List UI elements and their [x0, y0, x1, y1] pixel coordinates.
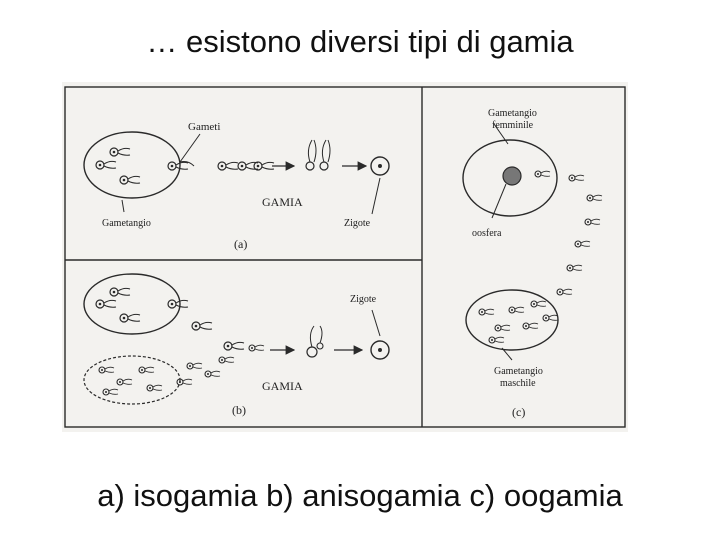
- label-zigote-b: Zigote: [350, 294, 377, 305]
- panel-frames: [64, 86, 626, 428]
- label-gametangio-a: Gametangio: [102, 218, 151, 229]
- slide-caption: a) isogamia b) anisogamia c) oogamia: [97, 478, 623, 513]
- gametangio-maschile-ellipse: [465, 289, 559, 351]
- label-letter-c: (c): [512, 405, 525, 419]
- label-letter-a: (a): [234, 237, 247, 251]
- label-gametangio-femminile-2: femminile: [492, 120, 534, 131]
- label-gametangio-maschile-1: Gametangio: [494, 366, 543, 377]
- label-gametangio-maschile-2: maschile: [500, 378, 536, 389]
- oosfera-cell: [502, 166, 522, 186]
- gametangio-ellipse-a: [83, 131, 181, 199]
- gametangio-small-b: [83, 355, 181, 405]
- zygote-b: [370, 340, 390, 360]
- label-gametangio-femminile-1: Gametangio: [488, 108, 537, 119]
- gametangio-femminile-ellipse: [462, 139, 558, 217]
- figure-paper: [62, 82, 628, 432]
- panel-a: Gameti GAMIA Gametangio Zigote (a): [83, 121, 390, 251]
- label-letter-b: (b): [232, 403, 246, 417]
- slide-title: … esistono diversi tipi di gamia: [146, 24, 574, 59]
- zygote-a: [370, 156, 390, 176]
- label-gamia-b: GAMIA: [262, 379, 303, 393]
- label-zigote-a: Zigote: [344, 218, 371, 229]
- gamia-diagram: Gameti GAMIA Gametangio Zigote (a): [62, 82, 628, 432]
- panel-b: Zigote GAMIA (b): [83, 273, 390, 417]
- gamia-figure: Gameti GAMIA Gametangio Zigote (a): [62, 82, 628, 432]
- label-gameti: Gameti: [188, 121, 220, 133]
- label-gamia-a: GAMIA: [262, 195, 303, 209]
- gametangio-large-b: [83, 273, 181, 335]
- label-oosfera: oosfera: [472, 228, 502, 239]
- panel-c: Gametangio femminile oosfera Gametangio …: [462, 108, 603, 419]
